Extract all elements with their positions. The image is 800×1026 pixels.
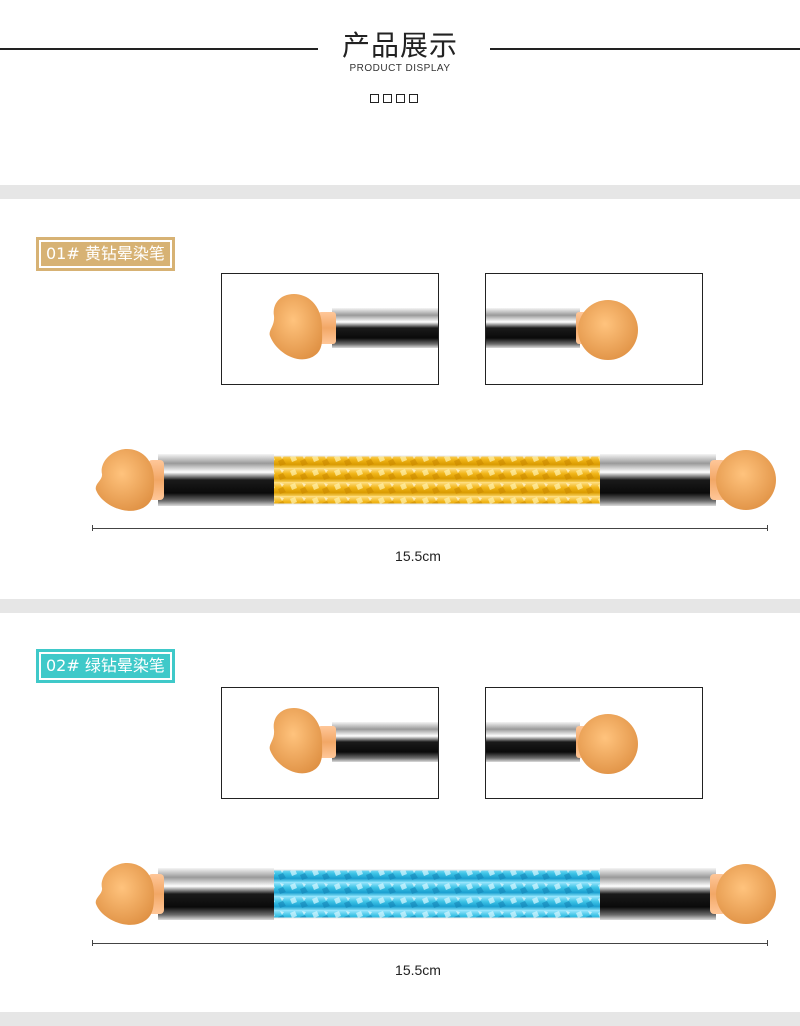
detail-left-tip-01 [221, 273, 439, 385]
measure-tick [92, 940, 93, 946]
square-icon [396, 94, 405, 103]
length-label-01: 15.5cm [395, 548, 441, 564]
section-divider [0, 599, 800, 613]
pen-tip-image [269, 294, 438, 360]
pen-tip-image [486, 300, 638, 360]
pen-tip-image [486, 714, 638, 774]
page-subtitle: PRODUCT DISPLAY [349, 63, 451, 74]
pen-full-01 [95, 449, 776, 511]
section-divider [0, 185, 800, 199]
measure-line [92, 528, 767, 529]
product-label-01: 01# 黄钻晕染笔 [36, 237, 175, 271]
product-label-02: 02# 绿钻晕染笔 [36, 649, 175, 683]
detail-right-tip-01 [485, 273, 703, 385]
measure-tick [767, 940, 768, 946]
detail-right-tip-02 [485, 687, 703, 799]
pen-full-02 [95, 863, 776, 925]
header-line-left [0, 48, 318, 50]
square-icon [383, 94, 392, 103]
measure-tick [767, 525, 768, 531]
header-line-right [490, 48, 800, 50]
square-icon [409, 94, 418, 103]
measure-tick [92, 525, 93, 531]
measure-line [92, 943, 767, 944]
page-title: 产品展示 [341, 29, 458, 62]
detail-left-tip-02 [221, 687, 439, 799]
square-icon [370, 94, 379, 103]
decorative-squares [370, 90, 434, 103]
section-divider [0, 1012, 800, 1026]
pen-tip-image [269, 708, 438, 774]
length-label-02: 15.5cm [395, 962, 441, 978]
